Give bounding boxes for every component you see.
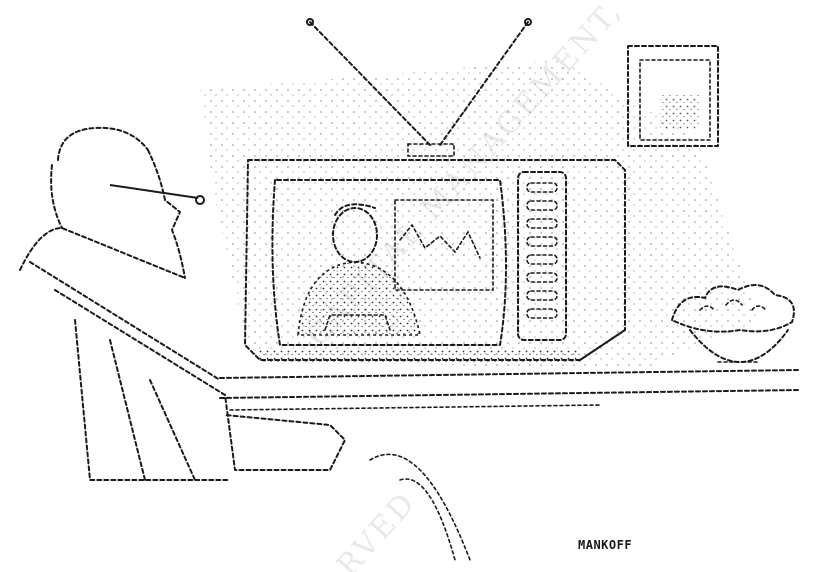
flower-bowl [671, 284, 795, 363]
viewer [19, 126, 471, 561]
tv-control-buttons [517, 171, 567, 341]
tv-set [244, 159, 626, 364]
shelf [219, 369, 801, 411]
framed-picture [627, 45, 719, 147]
antenna [306, 18, 532, 157]
artist-signature: MANKOFF [578, 538, 633, 552]
news-anchor [297, 203, 421, 336]
